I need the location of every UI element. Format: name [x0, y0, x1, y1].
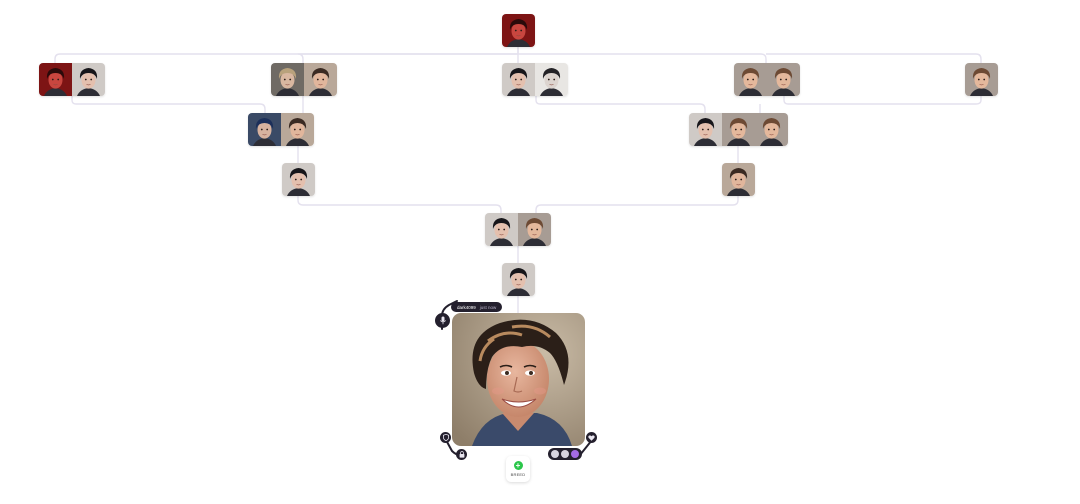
gen1-node-5[interactable]: [965, 63, 998, 96]
plus-icon: +: [514, 461, 523, 470]
microphone-button[interactable]: [435, 313, 450, 328]
shield-icon: [443, 434, 449, 441]
lock-button[interactable]: [456, 449, 467, 460]
root-node[interactable]: [502, 14, 535, 47]
gen1-node-3[interactable]: [502, 63, 568, 96]
portrait-thumbnail[interactable]: [689, 113, 722, 146]
gen3-node-1[interactable]: [282, 163, 315, 196]
portrait-thumbnail[interactable]: [502, 14, 535, 47]
gen1-node-1[interactable]: [39, 63, 105, 96]
portrait-thumbnail[interactable]: [502, 63, 535, 96]
portrait-thumbnail[interactable]: [722, 113, 755, 146]
gen5-node[interactable]: [502, 263, 535, 296]
portrait-thumbnail[interactable]: [485, 213, 518, 246]
gen2-node-2[interactable]: [689, 113, 788, 146]
eye-icon[interactable]: [551, 450, 559, 458]
gen1-node-4[interactable]: [734, 63, 800, 96]
stats-pill[interactable]: [548, 448, 582, 460]
portrait-thumbnail[interactable]: [304, 63, 337, 96]
timestamp: just now: [480, 305, 497, 310]
like-button[interactable]: [586, 432, 597, 443]
gen1-node-2[interactable]: [271, 63, 337, 96]
microphone-icon: [439, 316, 447, 325]
portrait-thumbnail[interactable]: [502, 263, 535, 296]
breed-label: BREED: [511, 472, 526, 477]
portrait-thumbnail[interactable]: [535, 63, 568, 96]
portrait-thumbnail[interactable]: [248, 113, 281, 146]
portrait-thumbnail[interactable]: [72, 63, 105, 96]
portrait-thumbnail[interactable]: [281, 113, 314, 146]
portrait-thumbnail[interactable]: [734, 63, 767, 96]
gen4-node[interactable]: [485, 213, 551, 246]
portrait-thumbnail[interactable]: [767, 63, 800, 96]
selected-portrait[interactable]: [452, 313, 585, 446]
portrait-thumbnail[interactable]: [722, 163, 755, 196]
shield-button[interactable]: [440, 432, 451, 443]
portrait-thumbnail[interactable]: [39, 63, 72, 96]
heart-icon: [588, 435, 595, 441]
portrait-thumbnail[interactable]: [271, 63, 304, 96]
portrait-thumbnail[interactable]: [965, 63, 998, 96]
breed-button[interactable]: + BREED: [506, 456, 530, 482]
portrait-thumbnail[interactable]: [755, 113, 788, 146]
gen3-node-2[interactable]: [722, 163, 755, 196]
share-icon[interactable]: [561, 450, 569, 458]
gen2-node-1[interactable]: [248, 113, 314, 146]
star-icon[interactable]: [571, 450, 579, 458]
smiling-man-portrait: [452, 313, 585, 446]
portrait-thumbnail[interactable]: [282, 163, 315, 196]
portrait-thumbnail[interactable]: [518, 213, 551, 246]
author-name[interactable]: dark4099: [457, 305, 476, 310]
lock-icon: [459, 451, 465, 458]
author-pill[interactable]: dark4099 just now: [451, 302, 502, 312]
